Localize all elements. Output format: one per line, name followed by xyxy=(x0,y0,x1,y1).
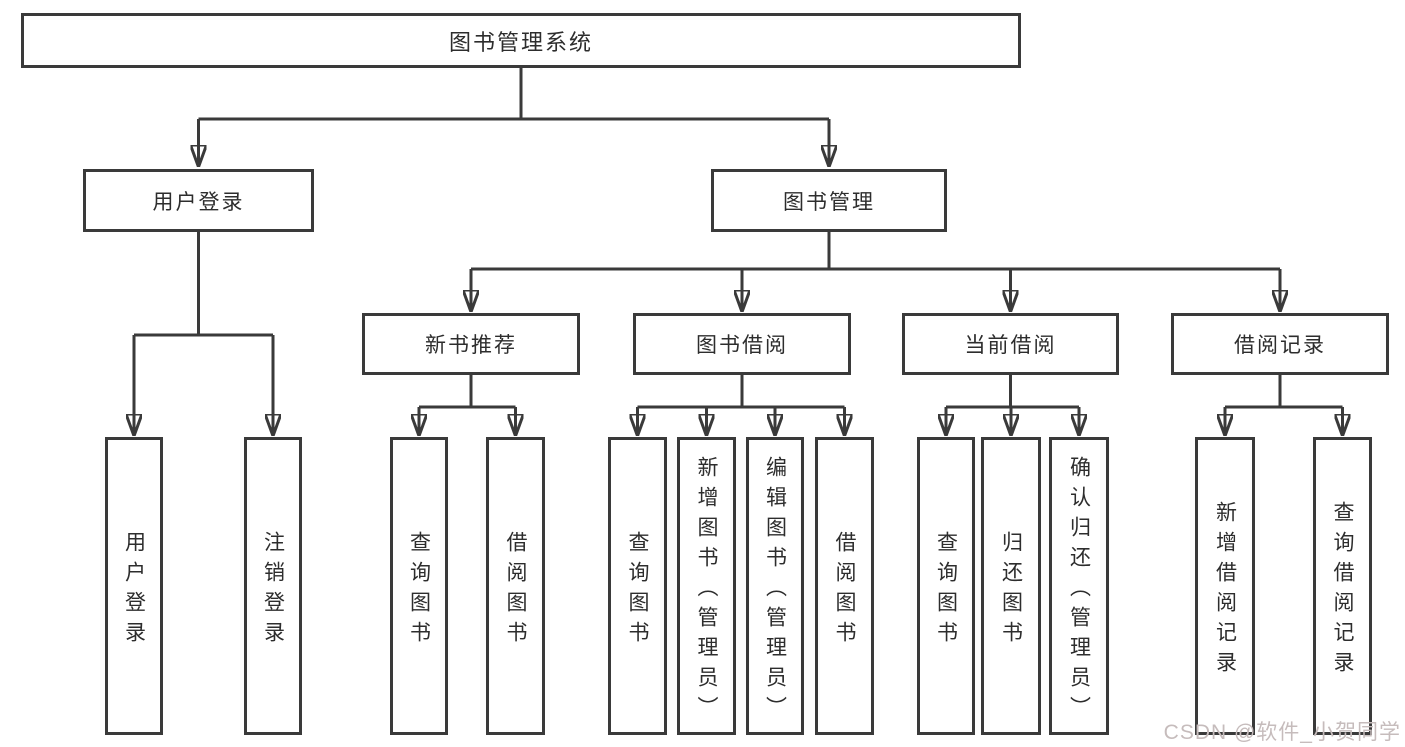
leaf-logout: 注销登录 xyxy=(244,437,302,735)
connector-new-book-split xyxy=(419,374,516,435)
leaf-add-borrow-record-label: 新增借阅记录 xyxy=(1213,500,1237,681)
leaf-edit-book-admin-label: 编辑图书（管理员） xyxy=(763,455,787,726)
node-new-book-recommend: 新书推荐 xyxy=(362,313,580,375)
node-borrow-records: 借阅记录 xyxy=(1171,313,1389,375)
watermark: CSDN @软件_小贺同学 xyxy=(1163,721,1401,744)
node-book-borrow-label: 图书借阅 xyxy=(696,334,788,357)
connector-root-split xyxy=(199,68,830,166)
leaf-borrow-books-label: 借阅图书 xyxy=(833,530,856,651)
connector-book-mgmt-split xyxy=(471,232,1280,311)
leaf-query-borrow-record: 查询借阅记录 xyxy=(1313,437,1372,735)
connector-user-login-split xyxy=(134,232,273,435)
leaf-query-books-borrow-label: 查询图书 xyxy=(626,530,649,651)
leaf-return-book: 归还图书 xyxy=(981,437,1041,735)
leaf-user-login: 用户登录 xyxy=(105,437,163,735)
leaf-user-login-label: 用户登录 xyxy=(122,530,146,651)
leaf-query-books-current-label: 查询图书 xyxy=(934,530,958,651)
connector-borrow-records-split xyxy=(1225,374,1343,435)
node-current-borrow: 当前借阅 xyxy=(902,313,1119,375)
node-user-login: 用户登录 xyxy=(83,169,314,232)
leaf-query-books-current: 查询图书 xyxy=(917,437,975,735)
leaf-add-book-admin-label: 新增图书（管理员） xyxy=(695,455,718,726)
leaf-query-borrow-record-label: 查询借阅记录 xyxy=(1331,500,1354,681)
leaf-query-books-recommend: 查询图书 xyxy=(390,437,448,735)
node-book-management: 图书管理 xyxy=(711,169,947,232)
leaf-query-books-recommend-label: 查询图书 xyxy=(407,530,431,651)
node-book-management-label: 图书管理 xyxy=(783,190,875,214)
leaf-borrow-books: 借阅图书 xyxy=(815,437,874,735)
leaf-confirm-return-admin-label: 确认归还（管理员） xyxy=(1067,455,1091,726)
node-current-borrow-label: 当前借阅 xyxy=(964,334,1057,357)
leaf-borrow-books-recommend: 借阅图书 xyxy=(486,437,545,735)
leaf-add-book-admin: 新增图书（管理员） xyxy=(677,437,736,735)
connector-book-borrow-split xyxy=(638,374,845,435)
node-book-borrow: 图书借阅 xyxy=(633,313,851,375)
leaf-add-borrow-record: 新增借阅记录 xyxy=(1195,437,1255,735)
leaf-edit-book-admin: 编辑图书（管理员） xyxy=(746,437,804,735)
node-root: 图书管理系统 xyxy=(21,13,1021,68)
connector-current-borrow-split xyxy=(946,374,1079,435)
leaf-logout-label: 注销登录 xyxy=(261,530,285,651)
leaf-query-books-borrow: 查询图书 xyxy=(608,437,667,735)
leaf-borrow-books-recommend-label: 借阅图书 xyxy=(504,530,527,651)
node-root-label: 图书管理系统 xyxy=(448,29,593,55)
leaf-return-book-label: 归还图书 xyxy=(999,530,1023,651)
node-new-book-recommend-label: 新书推荐 xyxy=(425,334,517,357)
node-user-login-label: 用户登录 xyxy=(152,190,245,214)
leaf-confirm-return-admin: 确认归还（管理员） xyxy=(1049,437,1109,735)
node-borrow-records-label: 借阅记录 xyxy=(1234,334,1326,357)
